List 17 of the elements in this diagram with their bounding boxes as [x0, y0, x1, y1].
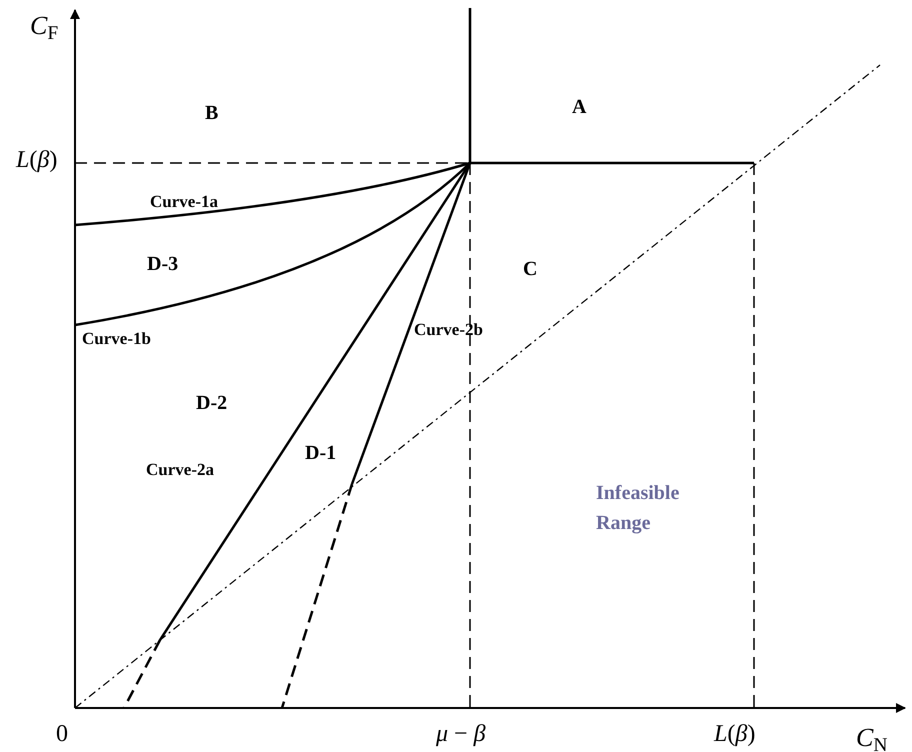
- curve-label: Curve-2a: [146, 459, 214, 481]
- axis-label: C$_{N}$: [856, 722, 888, 752]
- region-label: A: [572, 95, 586, 120]
- curve-label: Curve-1a: [150, 191, 218, 213]
- tick-label: μ − β: [436, 720, 486, 749]
- region-label: B: [205, 101, 218, 126]
- region-label: D-2: [196, 391, 228, 416]
- axis-label: C$_{F}$: [30, 10, 58, 45]
- tick-label: L(β): [16, 146, 58, 175]
- infeasible-label: Infeasible Range: [596, 481, 680, 536]
- curve-label: Curve-1b: [82, 328, 151, 350]
- curve-label: Curve-2b: [414, 319, 483, 341]
- region-label: C: [523, 257, 538, 282]
- tick-label: 0: [56, 720, 68, 749]
- region-label: D-3: [147, 252, 178, 277]
- region-label: D-1: [305, 441, 336, 466]
- tick-label: L(β): [714, 720, 756, 749]
